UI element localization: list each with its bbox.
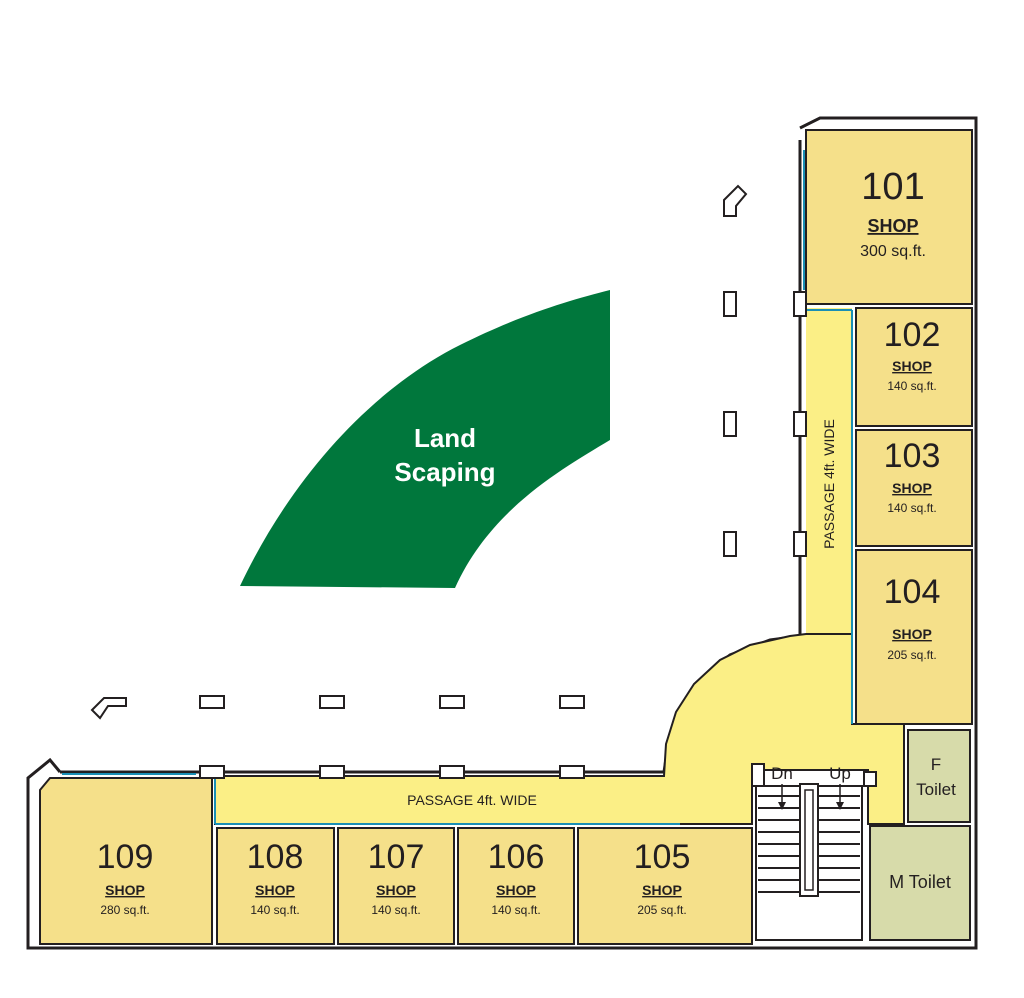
shop-number: 101: [861, 166, 924, 208]
wall-columns: [199, 291, 877, 787]
passage-vertical-label: PASSAGE 4ft. WIDE: [821, 419, 837, 549]
shop-area: 205 sq.ft.: [887, 648, 936, 662]
passage-horizontal-label: PASSAGE 4ft. WIDE: [407, 792, 537, 808]
pillars: [90, 184, 748, 720]
shop-area: 140 sq.ft.: [371, 903, 420, 917]
shop-109[interactable]: [39, 777, 213, 945]
male-toilet-label: M Toilet: [889, 872, 951, 892]
shop-type: SHOP: [642, 882, 682, 898]
shop-107[interactable]: [337, 827, 455, 945]
shop-102[interactable]: [855, 307, 973, 427]
shop-type: SHOP: [376, 882, 416, 898]
shop-105[interactable]: [577, 827, 753, 945]
shop-type: SHOP: [496, 882, 536, 898]
shop-type: SHOP: [892, 480, 932, 496]
shop-number: 106: [488, 838, 545, 876]
staircase: [755, 783, 863, 941]
shop-number: 109: [97, 838, 154, 876]
shop-106[interactable]: [457, 827, 575, 945]
landscape-label-2: Scaping: [394, 457, 495, 487]
shop-number: 103: [884, 437, 941, 475]
shop-108[interactable]: [216, 827, 335, 945]
shop-type: SHOP: [255, 882, 295, 898]
shop-area: 205 sq.ft.: [637, 903, 686, 917]
shop-type: SHOP: [867, 216, 918, 236]
shop-number: 108: [247, 838, 304, 876]
female-toilet[interactable]: [907, 729, 971, 823]
shop-number: 102: [884, 316, 941, 354]
glass-lines: [62, 150, 853, 825]
stairs-down-label: Dn: [771, 764, 793, 783]
landscape-label-1: Land: [414, 423, 476, 453]
shop-101[interactable]: [805, 129, 973, 305]
shop-area: 140 sq.ft.: [887, 379, 936, 393]
female-toilet-label-1: F: [931, 755, 941, 774]
shop-number: 105: [634, 838, 691, 876]
shop-area: 140 sq.ft.: [491, 903, 540, 917]
shop-103[interactable]: [855, 429, 973, 547]
shop-area: 140 sq.ft.: [250, 903, 299, 917]
shop-area: 140 sq.ft.: [887, 501, 936, 515]
shop-area: 300 sq.ft.: [860, 243, 926, 260]
male-toilet[interactable]: [869, 825, 971, 941]
shop-number: 107: [368, 838, 425, 876]
shop-number: 104: [884, 573, 941, 611]
female-toilet-label-2: Toilet: [916, 780, 956, 799]
shop-type: SHOP: [892, 358, 932, 374]
shop-type: SHOP: [892, 626, 932, 642]
passage-vertical: [806, 308, 852, 638]
stairs-up-label: Up: [829, 764, 851, 783]
shop-104[interactable]: [855, 549, 973, 725]
landscaping: [240, 290, 610, 588]
shop-type: SHOP: [105, 882, 145, 898]
shop-area: 280 sq.ft.: [100, 903, 149, 917]
